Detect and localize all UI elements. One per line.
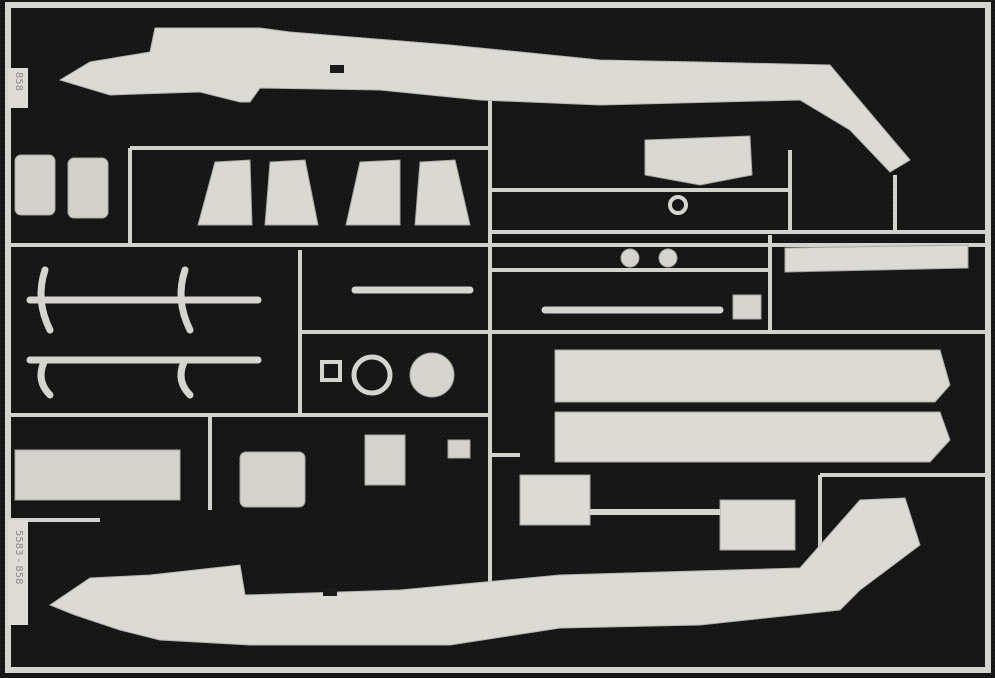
tail-panels	[197, 135, 753, 226]
pod-parts	[519, 244, 969, 551]
sprue-runners	[8, 85, 988, 600]
round-parts	[320, 195, 762, 398]
window-opening	[323, 588, 337, 596]
sprue-tag-upper	[8, 68, 28, 108]
fuselage-half-top	[58, 27, 911, 173]
sprue-tag-upper-text: 858	[13, 72, 24, 92]
window-opening	[330, 65, 344, 73]
seat-parts	[14, 154, 109, 219]
sprue-frame	[5, 2, 991, 673]
sprue-tag-lower	[8, 520, 28, 625]
fuselage-half-bottom	[48, 497, 921, 646]
gear-struts	[26, 266, 724, 399]
sprue-tag-lower-text: 5583 - 858	[13, 530, 24, 585]
cockpit-parts	[14, 434, 471, 508]
